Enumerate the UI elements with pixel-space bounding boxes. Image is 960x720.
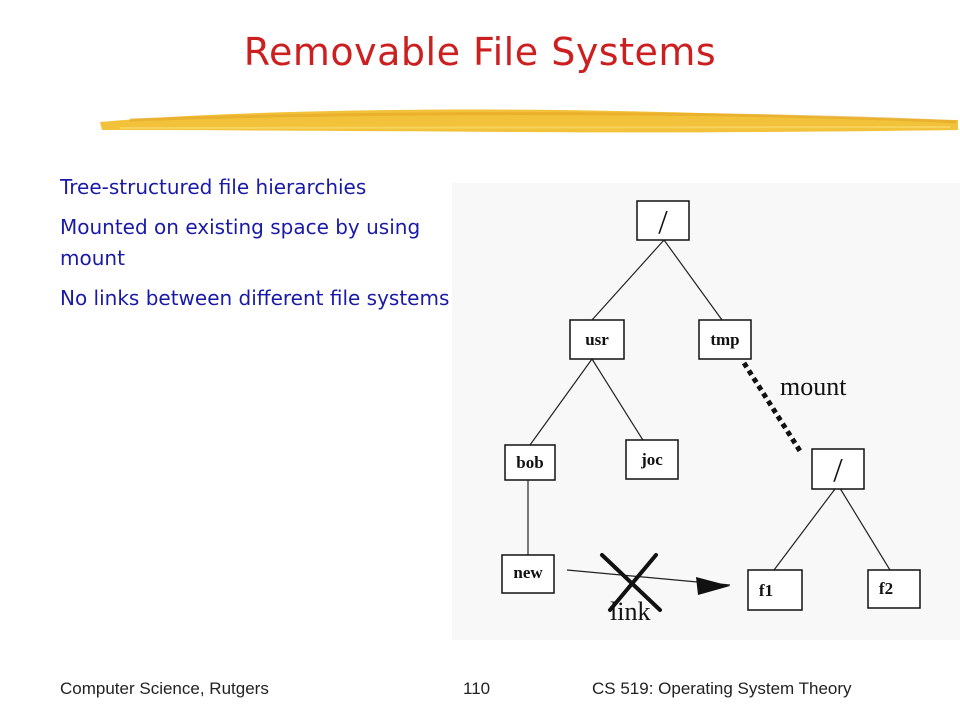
tree-node-new: new [501,554,555,594]
tree-node-f2: f2 [867,569,921,609]
svg-text:/: / [833,452,843,489]
link-label: link [610,597,650,626]
arrow-head-icon [696,577,730,595]
svg-text:joc: joc [640,450,663,469]
tree-node-bob: bob [504,444,556,481]
tree-node-f1: f1 [747,569,803,611]
svg-text:usr: usr [585,330,609,349]
bullet-item: Mounted on existing space by using mount [60,215,421,270]
footer-course-org: Computer Science, Rutgers [60,679,269,698]
bullet-item: Tree-structured file hierarchies [60,175,367,199]
mount-label: mount [780,372,847,401]
tree-node-root: / [636,200,690,241]
file-tree-diagram: / usr tmp bob joc new / f1 f2 mount link [452,183,960,640]
bullet-list: Tree-structured file hierarchies Mounted… [60,172,460,323]
highlighter-stroke [100,109,958,133]
svg-text:f2: f2 [879,579,893,598]
footer-course-title: CS 519: Operating System Theory [592,679,852,698]
svg-text:/: / [658,204,668,241]
svg-text:f1: f1 [759,581,773,600]
tree-node-usr: usr [569,319,625,360]
svg-text:bob: bob [516,453,543,472]
bullet-item: No links between different file systems [60,286,450,310]
tree-node-joc: joc [625,439,679,480]
footer-page-number: 110 [463,679,491,698]
slide-title: Removable File Systems [243,30,717,74]
tree-node-tmp: tmp [698,319,752,360]
svg-text:tmp: tmp [710,330,739,349]
tree-node-mounted-root: / [811,448,865,490]
x-mark-icon [600,553,662,612]
svg-text:new: new [513,563,543,582]
